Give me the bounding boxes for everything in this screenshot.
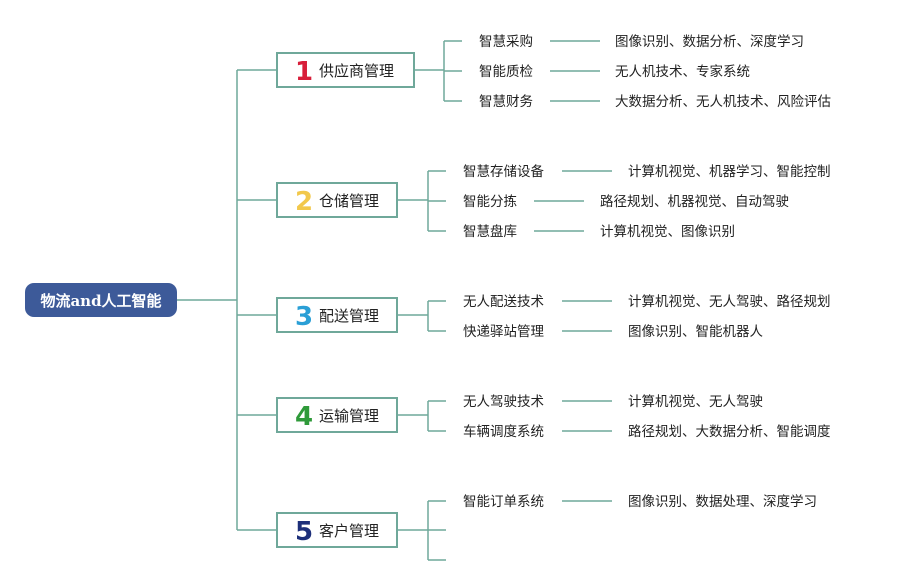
category-label: 仓储管理	[319, 192, 379, 210]
leaf-name: 智慧存储设备	[463, 163, 544, 180]
category-box	[276, 512, 398, 548]
leaf-name: 无人驾驶技术	[463, 394, 544, 410]
category-number: 5	[295, 517, 313, 547]
leaf-tech: 路径规划、大数据分析、智能调度	[628, 424, 831, 440]
category-number: 1	[295, 57, 313, 87]
leaf-row[interactable]: 无人配送技术 计算机视觉、无人驾驶、路径规划	[463, 294, 831, 310]
category-label: 运输管理	[319, 407, 379, 425]
category-box	[276, 397, 398, 433]
connector-lines	[177, 40, 612, 561]
leaf-name: 智慧采购	[479, 34, 533, 50]
category-node-3[interactable]: 3 配送管理	[276, 297, 398, 333]
category-box	[276, 182, 398, 218]
category-label: 配送管理	[319, 307, 379, 325]
category-number: 4	[295, 402, 313, 432]
category-box	[276, 297, 398, 333]
category-node-5[interactable]: 5 客户管理	[276, 512, 398, 548]
category-label: 供应商管理	[319, 62, 394, 80]
category-node-4[interactable]: 4 运输管理	[276, 397, 398, 433]
root-node-box	[25, 283, 177, 317]
leaf-row[interactable]: 智慧盘库 计算机视觉、图像识别	[463, 223, 735, 240]
leaf-tech: 计算机视觉、无人驾驶	[628, 394, 763, 410]
leaf-name: 智慧财务	[479, 94, 533, 110]
leaf-tech: 计算机视觉、图像识别	[600, 224, 735, 240]
leaf-tech: 图像识别、数据处理、深度学习	[628, 494, 817, 510]
leaf-row[interactable]: 智能分拣 路径规划、机器视觉、自动驾驶	[463, 194, 789, 210]
leaf-tech: 路径规划、机器视觉、自动驾驶	[600, 194, 789, 210]
leaf-tech: 无人机技术、专家系统	[615, 63, 750, 80]
leaf-row[interactable]: 智能订单系统 图像识别、数据处理、深度学习	[463, 494, 817, 510]
leaf-name: 车辆调度系统	[463, 423, 544, 440]
leaf-row[interactable]: 智能质检 无人机技术、专家系统	[479, 63, 750, 80]
leaf-row[interactable]: 智慧存储设备 计算机视觉、机器学习、智能控制	[463, 163, 831, 180]
leaf-row[interactable]: 智慧财务 大数据分析、无人机技术、风险评估	[479, 94, 831, 110]
root-node[interactable]: 物流and人工智能	[25, 283, 177, 317]
leaf-name: 智能质检	[479, 64, 533, 80]
leaf-row[interactable]: 智慧采购 图像识别、数据分析、深度学习	[479, 34, 804, 50]
leaf-row[interactable]: 无人驾驶技术 计算机视觉、无人驾驶	[463, 394, 763, 410]
leaf-name: 智慧盘库	[463, 223, 517, 240]
leaf-tech: 图像识别、智能机器人	[628, 324, 763, 340]
category-number: 3	[295, 302, 313, 332]
category-node-2[interactable]: 2 仓储管理	[276, 182, 398, 218]
leaf-tech: 图像识别、数据分析、深度学习	[615, 34, 804, 50]
leaf-name: 智能分拣	[463, 194, 517, 210]
leaf-tech: 计算机视觉、无人驾驶、路径规划	[628, 294, 831, 310]
category-label: 客户管理	[319, 522, 379, 540]
leaf-tech: 计算机视觉、机器学习、智能控制	[628, 164, 831, 180]
leaf-name: 快递驿站管理	[463, 324, 544, 340]
category-node-1[interactable]: 1 供应商管理	[276, 52, 415, 88]
leaf-row[interactable]: 车辆调度系统 路径规划、大数据分析、智能调度	[463, 423, 831, 440]
category-nodes: 1 供应商管理 2 仓储管理 3 配送管理 4 运输管理 5 客户管理	[276, 52, 415, 548]
category-number: 2	[295, 187, 313, 217]
root-node-label: 物流and人工智能	[40, 292, 161, 310]
leaf-row[interactable]: 快递驿站管理 图像识别、智能机器人	[463, 324, 763, 340]
leaf-name: 无人配送技术	[463, 294, 544, 310]
leaf-tech: 大数据分析、无人机技术、风险评估	[615, 94, 831, 110]
category-box	[276, 52, 415, 88]
leaf-name: 智能订单系统	[463, 494, 544, 510]
